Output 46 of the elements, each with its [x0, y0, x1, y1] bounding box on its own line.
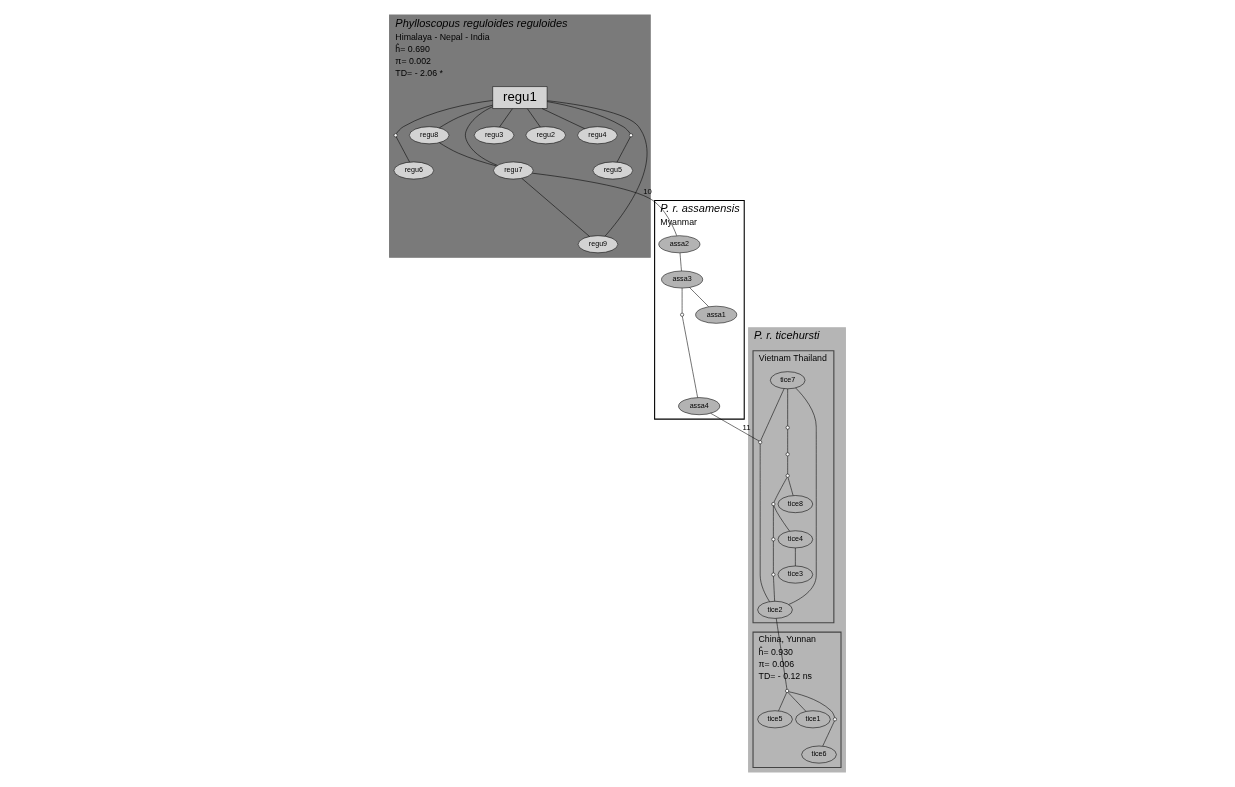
- connector: [499, 108, 513, 128]
- node-circle: [680, 312, 685, 317]
- connector: [787, 477, 794, 496]
- node-circle: [785, 425, 790, 430]
- connector: [546, 100, 648, 237]
- connector: [395, 136, 410, 163]
- connector: [775, 618, 788, 690]
- connector: [521, 178, 590, 237]
- connector: [787, 388, 788, 427]
- connector: [795, 547, 796, 567]
- connector: [773, 576, 775, 602]
- node-circle: [771, 537, 776, 542]
- node-circle: [771, 572, 776, 577]
- connector: [532, 172, 677, 236]
- connector: [773, 540, 774, 574]
- connector: [773, 505, 774, 538]
- connector: [759, 443, 770, 602]
- connector: [439, 104, 493, 129]
- connector: [787, 692, 807, 712]
- connector: [773, 477, 788, 503]
- node-circle: [771, 502, 776, 506]
- node-circle: [785, 452, 790, 457]
- connector: [787, 455, 788, 475]
- connector: [760, 388, 785, 441]
- connector: [616, 136, 631, 163]
- connector: [465, 106, 498, 166]
- connector: [788, 691, 835, 718]
- node-circle: [758, 440, 763, 445]
- connector: [778, 692, 787, 712]
- connector: [773, 505, 790, 532]
- node-circle: [785, 689, 790, 693]
- connector: [439, 142, 497, 167]
- connector: [689, 287, 709, 307]
- connector: [396, 100, 493, 134]
- node-circle: [785, 473, 790, 478]
- connector: [541, 108, 585, 129]
- node-circle: [629, 133, 633, 138]
- node-circle: [833, 717, 837, 722]
- connector: [787, 429, 788, 453]
- connector: [710, 413, 760, 442]
- connector: [822, 720, 835, 747]
- connector: [788, 387, 817, 605]
- node-box: regu1: [492, 86, 548, 109]
- node-circle: [393, 133, 398, 138]
- connector: [546, 101, 631, 134]
- connector: [527, 108, 541, 128]
